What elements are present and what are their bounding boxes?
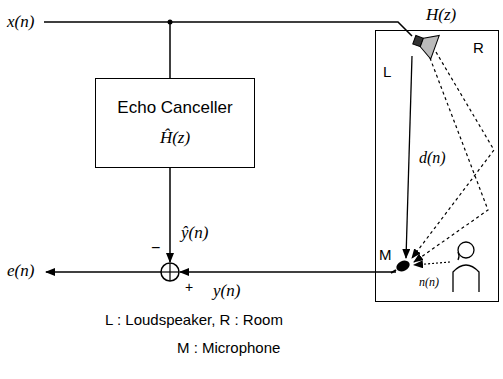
sign-mark: −: [150, 240, 161, 256]
key-note: L : Loudspeaker, R : Room: [104, 312, 284, 327]
reflected-echo-path: [412, 52, 494, 258]
box-title: Echo Canceller: [117, 97, 232, 119]
tap-wire: [169, 22, 171, 78]
signal-name: n(n): [418, 276, 440, 288]
adder-symbol: [161, 263, 179, 281]
signal-name: e(n): [6, 262, 35, 279]
part-letter: L: [382, 64, 392, 79]
estimate-wire: [169, 168, 171, 262]
canceller-box: Echo CancellerĤ(z): [95, 78, 255, 168]
part-letter: R: [472, 40, 485, 55]
direct-echo-path: [406, 56, 412, 258]
room-box: H(z): [375, 30, 499, 302]
signal-name: d(n): [418, 150, 447, 166]
error-wire: [46, 271, 161, 273]
person-icon: [453, 242, 479, 292]
mic-wire: [180, 271, 396, 273]
sign-mark: +: [184, 280, 194, 294]
part-letter: M: [378, 247, 393, 262]
signal-name: ŷ(n): [180, 224, 209, 241]
signal-name: y(n): [212, 282, 241, 299]
transfer-function: Ĥ(z): [160, 127, 190, 149]
loudspeaker-icon: [410, 28, 439, 59]
input-wire: [44, 22, 412, 36]
key-note: M : Microphone: [176, 340, 281, 355]
noise-path: [414, 262, 450, 265]
signal-name: x(n): [6, 13, 35, 30]
microphone-icon: [391, 259, 411, 274]
reflected-echo-path: [414, 58, 488, 262]
transfer-function: H(z): [426, 6, 456, 23]
